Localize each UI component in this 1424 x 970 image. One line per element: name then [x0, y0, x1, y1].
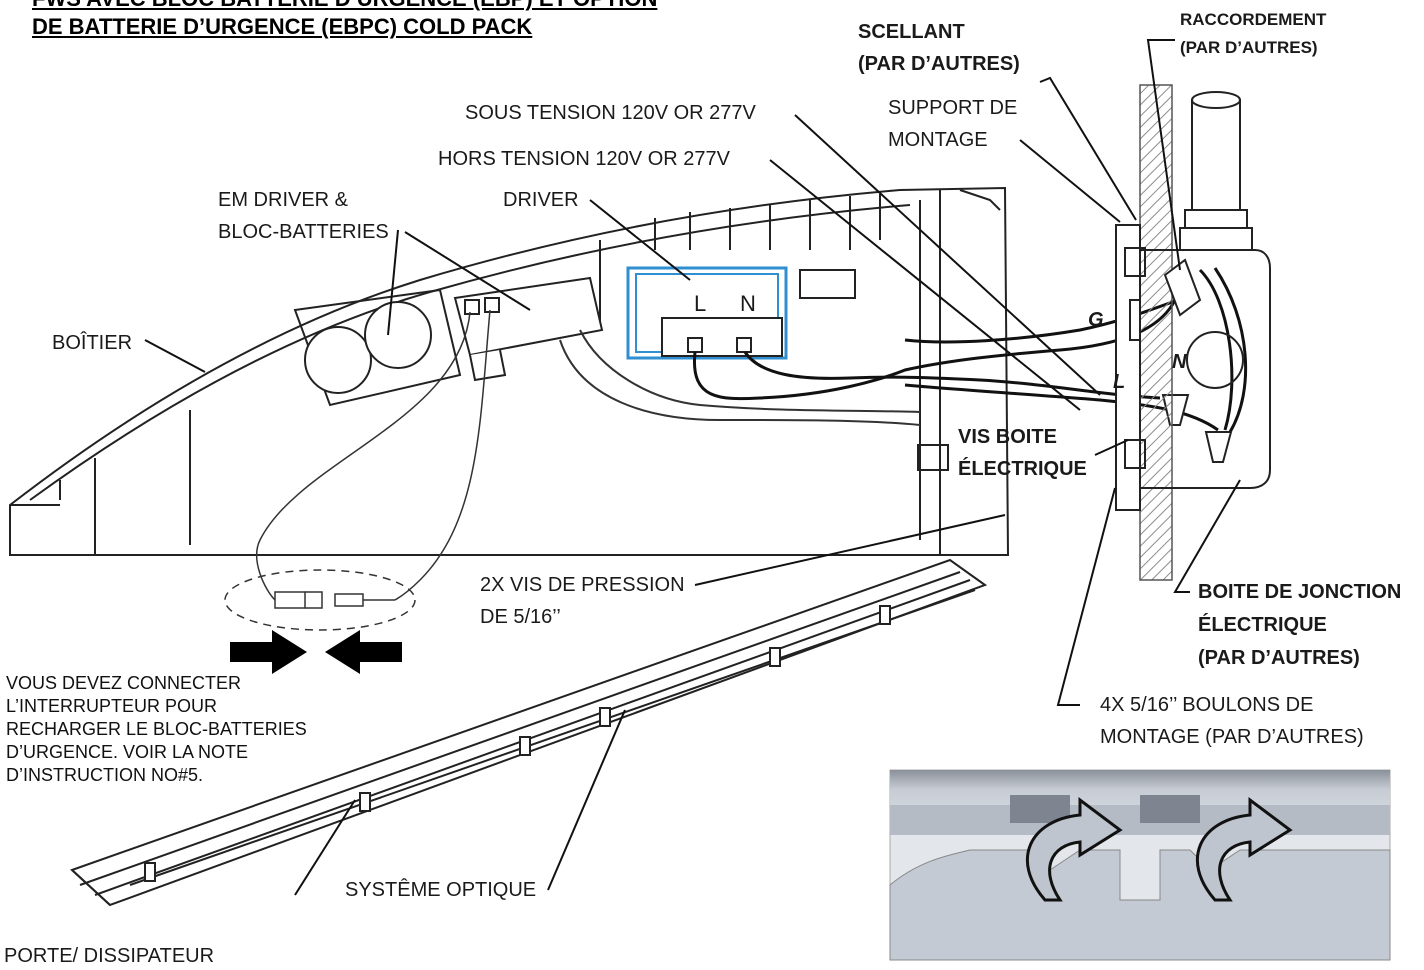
label-em-driver-1: EM DRIVER &	[218, 189, 349, 211]
wire-nuts	[1161, 394, 1233, 463]
label-raccordement-1: RACCORDEMENT	[1180, 10, 1327, 29]
driver-box	[626, 266, 856, 360]
door-heatsink	[70, 558, 988, 907]
note-line: RECHARGER LE BLOC-BATTERIES	[6, 719, 307, 739]
instruction-note: VOUS DEVEZ CONNECTER L’INTERRUPTEUR POUR…	[6, 672, 307, 787]
label-scellant-2: (PAR D’AUTRES)	[858, 53, 1020, 75]
label-support-1: SUPPORT DE	[888, 97, 1018, 119]
label-sous-tension: SOUS TENSION 120V OR 277V	[465, 102, 756, 124]
label-boitier: BOÎTIER	[52, 332, 133, 354]
wall-section	[1139, 84, 1173, 581]
label-raccordement-2: (PAR D’AUTRES)	[1180, 38, 1318, 57]
driver-terminal-n: N	[740, 291, 756, 316]
wire-label-l: L	[1113, 371, 1126, 393]
note-line: D’INSTRUCTION NO#5.	[6, 765, 204, 785]
label-vis-pression-1: 2X VIS DE PRESSION	[480, 574, 685, 596]
header-line-1: FWS AVEC BLOC BATTERIE D’URGENCE (EBP) E…	[32, 0, 657, 12]
note-line: D’URGENCE. VOIR LA NOTE	[6, 742, 249, 762]
note-line: L’INTERRUPTEUR POUR	[6, 696, 218, 716]
battery-pack	[293, 288, 462, 407]
label-vis-boite-2: ÉLECTRIQUE	[958, 458, 1087, 480]
conduit	[1163, 91, 1253, 317]
label-boulons-1: 4X 5/16’’ BOULONS DE	[1100, 694, 1314, 716]
wire-label-n: N	[1172, 351, 1187, 373]
leader-lines	[144, 39, 1241, 896]
label-support-2: MONTAGE	[888, 129, 988, 151]
wiring	[692, 267, 1248, 433]
emergency-connector	[224, 309, 491, 631]
label-vis-pression-2: DE 5/16’’	[480, 606, 561, 628]
label-boulons-2: MONTAGE (PAR D’AUTRES)	[1100, 726, 1364, 748]
note-line: VOUS DEVEZ CONNECTER	[6, 673, 242, 693]
junction-box	[1115, 224, 1271, 511]
label-boite-jonction-3: (PAR D’AUTRES)	[1198, 647, 1360, 669]
header-line-2: DE BATTERIE D’URGENCE (EBPC) COLD PACK	[32, 14, 533, 39]
housing	[9, 186, 1010, 556]
connect-arrows	[230, 630, 402, 674]
label-boite-jonction-2: ÉLECTRIQUE	[1198, 614, 1327, 636]
inner-wiring	[559, 329, 921, 426]
label-systeme-optique: SYSTÊME OPTIQUE	[345, 879, 537, 901]
wire-label-g: G	[1088, 309, 1104, 331]
label-boite-jonction-1: BOITE DE JONCTION	[1198, 581, 1402, 603]
label-driver: DRIVER	[503, 189, 579, 211]
hinge-detail-inset	[889, 769, 1391, 961]
label-em-driver-2: BLOC-BATTERIES	[218, 221, 389, 243]
label-scellant-1: SCELLANT	[858, 21, 965, 43]
label-vis-boite-1: VIS BOITE	[958, 426, 1057, 448]
label-porte: PORTE/ DISSIPATEUR	[4, 945, 215, 967]
driver-terminal-l: L	[694, 291, 707, 316]
label-hors-tension: HORS TENSION 120V OR 277V	[438, 148, 730, 170]
